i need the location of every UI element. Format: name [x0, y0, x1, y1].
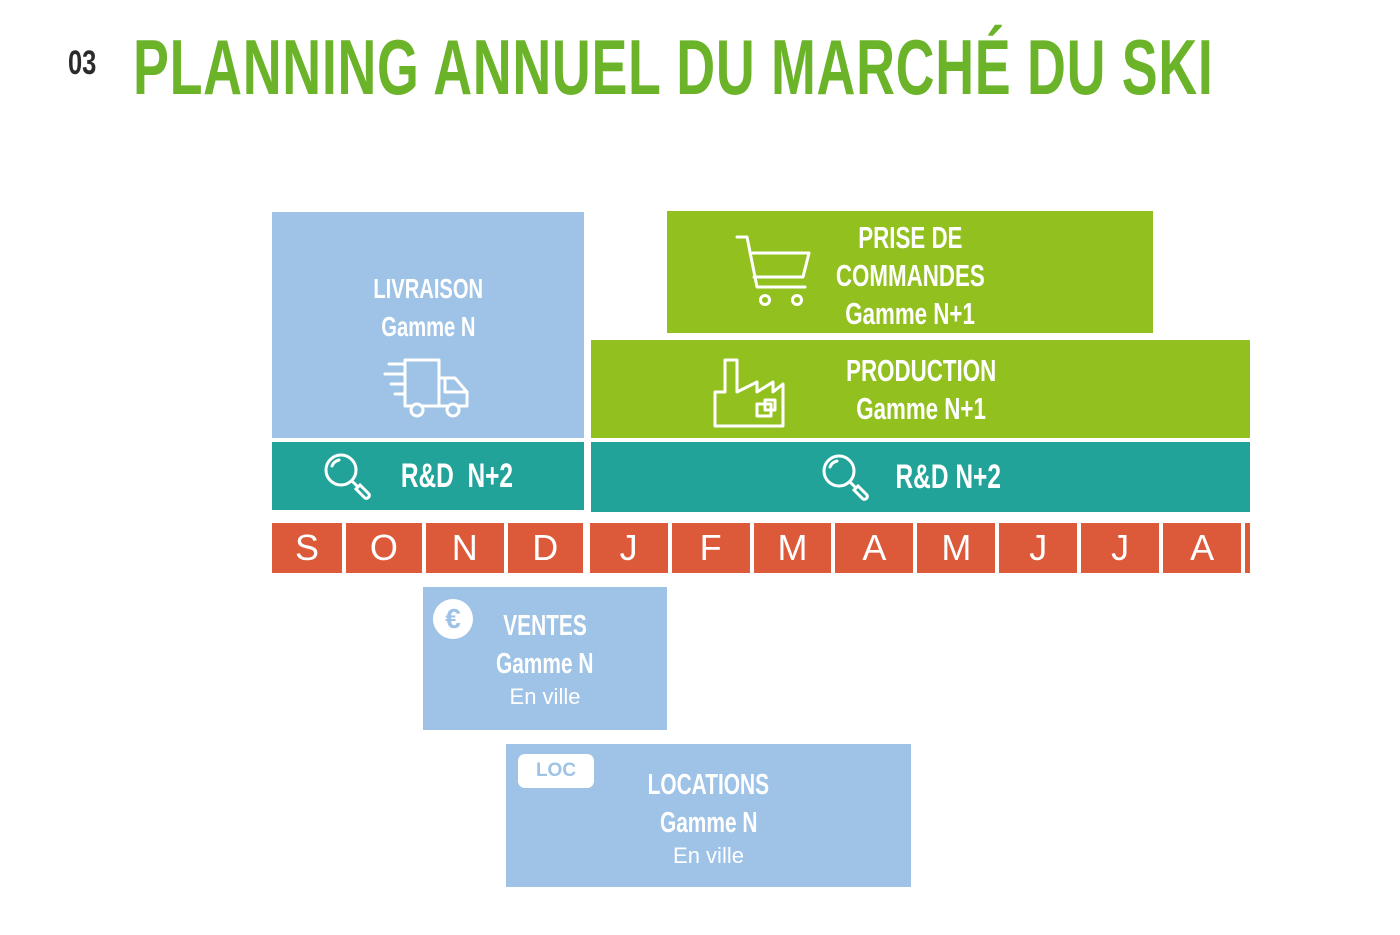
livraison-subtitle: Gamme N [380, 311, 476, 342]
locations-note: En ville [673, 843, 744, 868]
livraison-block: LIVRAISON Gamme N [272, 212, 584, 438]
month-cell: J [1081, 523, 1164, 573]
ventes-note: En ville [509, 684, 581, 709]
month-cell: A [1163, 523, 1246, 573]
euro-icon: € [433, 599, 473, 639]
month-cell: A [835, 523, 918, 573]
rd-right-label: R&D N+2 [895, 458, 1002, 496]
month-cell: J [589, 523, 672, 573]
month-cell: S [272, 523, 346, 573]
locations-subtitle: Gamme N [659, 807, 758, 839]
month-cell: J [999, 523, 1082, 573]
locations-block: LOC LOCATIONS Gamme N En ville [506, 744, 911, 887]
loc-badge: LOC [518, 754, 594, 788]
production-subtitle: Gamme N+1 [856, 391, 986, 426]
section-number: 03 [68, 44, 97, 82]
ventes-title: VENTES [503, 610, 587, 642]
page-title: PLANNING ANNUEL DU MARCHÉ DU SKI [133, 23, 1214, 111]
ventes-subtitle: Gamme N [496, 648, 594, 680]
month-cell: M [917, 523, 1000, 573]
month-cell: F [671, 523, 754, 573]
production-block: PRODUCTION Gamme N+1 [591, 340, 1250, 438]
production-title: PRODUCTION [845, 353, 997, 388]
magnifier-icon [321, 450, 373, 507]
prise-de-commandes-title-line2: COMMANDES [835, 258, 985, 293]
rd-left-label: R&D N+2 [400, 457, 514, 495]
rd-left-block: R&D N+2 [272, 442, 584, 510]
factory-icon [713, 354, 785, 433]
shopping-cart-icon [733, 231, 813, 316]
month-bar: S O N D J F M A M J J A [272, 523, 1251, 573]
month-bar-edge [1245, 523, 1251, 573]
prise-de-commandes-subtitle: Gamme N+1 [845, 296, 975, 331]
month-cell: O [345, 523, 426, 573]
month-cell: D [507, 523, 590, 573]
ventes-block: € VENTES Gamme N En ville [423, 587, 667, 730]
rd-right-block: R&D N+2 [591, 442, 1250, 512]
delivery-truck-icon [383, 356, 473, 427]
month-cell: M [753, 523, 836, 573]
prise-de-commandes-block: PRISE DE COMMANDES Gamme N+1 [667, 211, 1153, 333]
magnifier-icon [819, 451, 871, 508]
livraison-title: LIVRAISON [373, 273, 483, 304]
month-cell: N [425, 523, 508, 573]
prise-de-commandes-title-line1: PRISE DE [857, 220, 963, 255]
locations-title: LOCATIONS [647, 769, 770, 801]
